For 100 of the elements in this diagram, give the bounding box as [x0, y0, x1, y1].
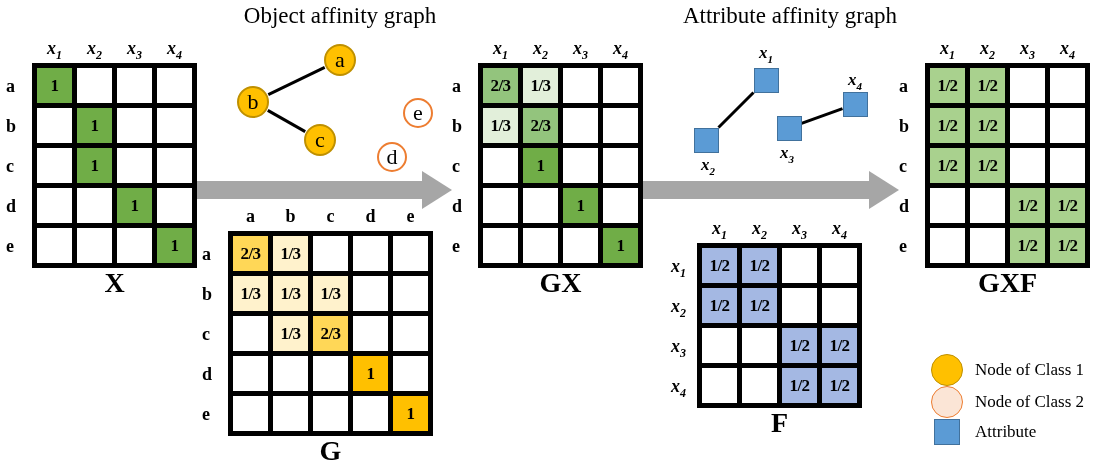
matrix-caption: F	[769, 408, 790, 438]
graph-node	[403, 98, 433, 128]
row-header: a	[6, 74, 16, 98]
row-header: d	[6, 194, 17, 218]
matrix-value: 1/2	[1050, 188, 1085, 223]
matrix-value: 1/2	[1010, 228, 1045, 263]
node-label: b	[247, 91, 259, 113]
matrix-value: 1	[563, 188, 598, 223]
matrix-value: 1/3	[273, 236, 308, 271]
row-header: x$_{3}$	[671, 334, 687, 362]
matrix-value: 1/2	[930, 68, 965, 103]
matrix-caption: GX	[538, 268, 583, 298]
column-header: d	[364, 205, 377, 228]
matrix-caption: X	[103, 268, 126, 298]
column-header: a	[245, 205, 256, 228]
graph-title: Attribute affinity graph	[681, 2, 899, 30]
row-header: x$_{4}$	[671, 374, 687, 402]
row-header: x$_{2}$	[671, 294, 687, 322]
row-header: b	[452, 114, 463, 138]
column-header: x$_{4}$	[166, 37, 183, 63]
attribute-label: x$_{1}$	[759, 44, 773, 67]
row-header: a	[452, 74, 462, 98]
attribute-node	[753, 67, 779, 93]
row-header: x$_{1}$	[671, 254, 687, 282]
column-header: x$_{1}$	[46, 37, 63, 63]
row-header: c	[452, 154, 461, 178]
graph-node	[304, 124, 336, 156]
matrix-value: 1/2	[702, 288, 737, 323]
matrix-value: 1/2	[970, 148, 1005, 183]
column-header: x$_{3}$	[1019, 37, 1036, 63]
matrix-value: 1/2	[930, 108, 965, 143]
matrix-value: 2/3	[313, 316, 348, 351]
matrix-value: 1	[77, 108, 112, 143]
matrix-value: 1	[117, 188, 152, 223]
matrix-value: 2/3	[483, 68, 518, 103]
legend-label: Attribute	[975, 422, 1037, 442]
column-header: x$_{3}$	[126, 37, 143, 63]
matrix-value: 1/3	[273, 316, 308, 351]
matrix-value: 1/2	[742, 248, 777, 283]
column-header: x$_{2}$	[751, 217, 768, 243]
node-label: e	[413, 102, 423, 124]
row-header: d	[202, 362, 213, 386]
matrix-value: 1/2	[822, 368, 857, 403]
column-header: x$_{1}$	[711, 217, 728, 243]
column-header: x$_{4}$	[831, 217, 848, 243]
node-label: c	[315, 129, 325, 151]
row-header: b	[202, 282, 213, 306]
matrix-value: 1	[77, 148, 112, 183]
row-header: a	[202, 242, 212, 266]
row-header: c	[202, 322, 211, 346]
connector-line	[267, 66, 326, 96]
column-header: e	[405, 205, 416, 228]
column-header: x$_{1}$	[492, 37, 509, 63]
matrix-value: 1/2	[1050, 228, 1085, 263]
node-label: d	[386, 146, 398, 168]
column-header: x$_{4}$	[1059, 37, 1076, 63]
matrix-value: 1/3	[523, 68, 558, 103]
graph-title: Object affinity graph	[242, 2, 438, 30]
row-header: e	[6, 234, 15, 258]
column-header: x$_{1}$	[939, 37, 956, 63]
matrix-value: 1/2	[970, 108, 1005, 143]
row-header: e	[452, 234, 461, 258]
graph-node	[377, 142, 407, 172]
column-header: x$_{2}$	[532, 37, 549, 63]
arrow	[643, 171, 899, 209]
row-header: e	[202, 402, 211, 426]
matrix-value: 1/2	[742, 288, 777, 323]
connector-line	[801, 107, 843, 125]
column-header: x$_{4}$	[612, 37, 629, 63]
column-header: x$_{2}$	[86, 37, 103, 63]
matrix-value: 1	[353, 356, 388, 391]
connector-line	[717, 91, 755, 129]
matrix-value: 1/3	[233, 276, 268, 311]
matrix-value: 1/2	[1010, 188, 1045, 223]
matrix-value: 1/2	[702, 248, 737, 283]
attribute-node	[842, 91, 868, 117]
matrix-value: 2/3	[523, 108, 558, 143]
matrix-value: 1/3	[483, 108, 518, 143]
matrix-value: 1/2	[822, 328, 857, 363]
column-header: x$_{3}$	[791, 217, 808, 243]
attribute-node	[776, 115, 802, 141]
matrix-value: 1	[157, 228, 192, 263]
matrix-value: 1/2	[782, 328, 817, 363]
attribute-label: x$_{2}$	[701, 156, 715, 179]
column-header: x$_{3}$	[572, 37, 589, 63]
row-header: b	[899, 114, 910, 138]
matrix-caption: G	[318, 436, 343, 466]
graph-node	[237, 86, 269, 118]
attribute-label: x$_{3}$	[780, 144, 794, 167]
row-header: e	[899, 234, 908, 258]
matrix-value: 2/3	[233, 236, 268, 271]
matrix-value: 1/2	[930, 148, 965, 183]
row-header: c	[6, 154, 15, 178]
row-header: b	[6, 114, 17, 138]
row-header: d	[899, 194, 910, 218]
matrix-value: 1/3	[273, 276, 308, 311]
matrix-value: 1/2	[970, 68, 1005, 103]
connector-line	[267, 109, 306, 133]
row-header: c	[899, 154, 908, 178]
row-header: d	[452, 194, 463, 218]
